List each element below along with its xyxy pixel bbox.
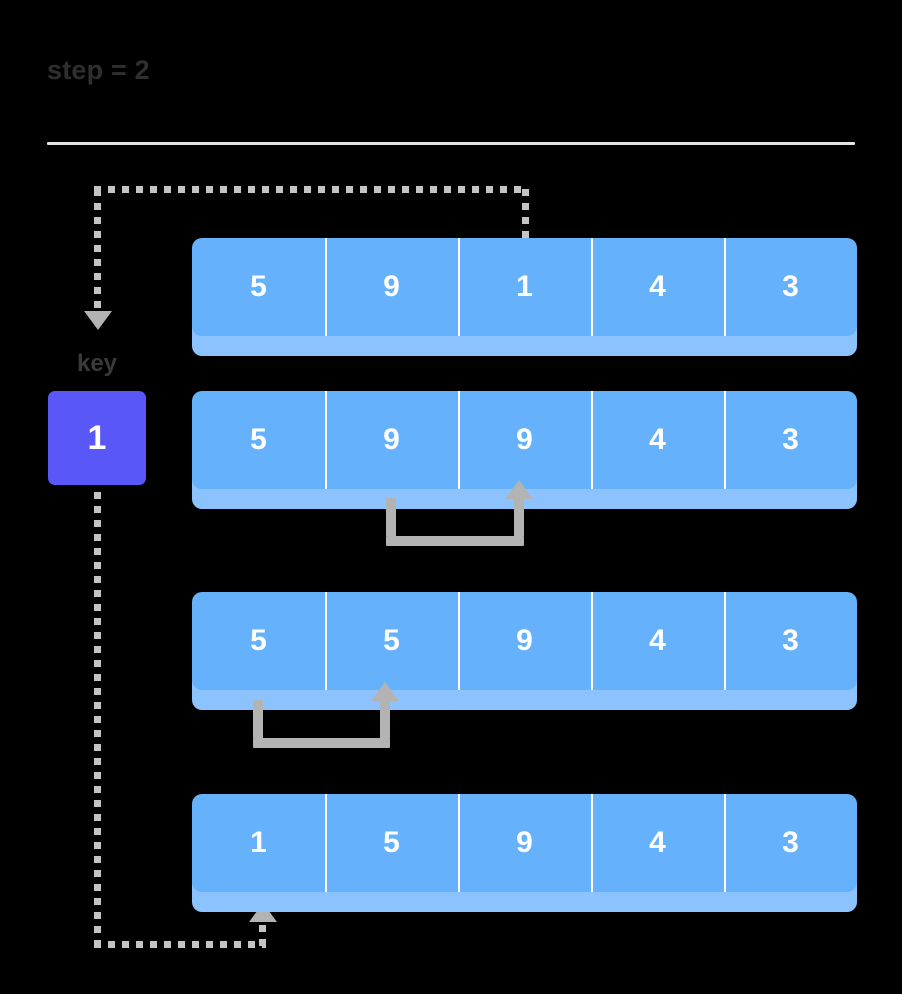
page-title: step = 2 (47, 55, 150, 85)
array-cell[interactable]: 4 (591, 794, 724, 892)
key-inbound-horizontal (94, 186, 527, 193)
array-cell[interactable]: 5 (250, 624, 267, 657)
key-box[interactable]: 1 (48, 391, 146, 485)
array-cell[interactable]: 3 (724, 794, 857, 892)
key-value: 1 (87, 419, 107, 457)
array-cell[interactable]: 4 (591, 238, 724, 336)
array-cell[interactable]: 5 (325, 794, 458, 892)
array-cell[interactable]: 9 (325, 391, 458, 489)
array-cell[interactable]: 5 (325, 592, 458, 690)
shift-connector (386, 480, 533, 546)
shift-connector (253, 682, 399, 748)
array-cell[interactable]: 9 (458, 592, 591, 690)
key-outbound-vertical-right (259, 925, 266, 948)
connector-bottom-bar (386, 536, 524, 546)
array-row-body: 5 9 9 4 3 (192, 391, 857, 489)
array-cell[interactable]: 3 (724, 391, 857, 489)
connector-right-leg (380, 700, 390, 738)
connector-left-leg (386, 498, 396, 536)
array-cell[interactable]: 9 (325, 238, 458, 336)
array-cell[interactable]: 4 (591, 592, 724, 690)
array-cell[interactable]: 3 (724, 592, 857, 690)
connector-left-leg (253, 700, 263, 738)
array-cell[interactable]: 1 (250, 826, 267, 859)
header-divider (47, 142, 855, 145)
key-inbound-vertical-left (94, 189, 101, 311)
connector-arrowhead-icon (505, 480, 533, 499)
array-cell[interactable]: 5 (250, 423, 267, 456)
connector-arrowhead-icon (371, 682, 399, 701)
key-label: key (76, 350, 118, 377)
array-cell[interactable]: 1 (458, 238, 591, 336)
array-row-body: 5 9 1 4 3 (192, 238, 857, 336)
array-row-body: 5 5 9 4 3 (192, 592, 857, 690)
key-outbound-vertical-left (94, 492, 101, 946)
array-cell[interactable]: 3 (724, 238, 857, 336)
connector-right-leg (514, 498, 524, 536)
key-outbound-horizontal (94, 941, 266, 948)
array-cell[interactable]: 5 (250, 270, 267, 303)
array-row: 1 5 9 4 3 (192, 794, 857, 912)
connector-bottom-bar (253, 738, 390, 748)
key-inbound-vertical-right (522, 189, 529, 241)
key-inbound-arrowhead-icon (84, 311, 112, 330)
array-row-body: 1 5 9 4 3 (192, 794, 857, 892)
array-row: 5 5 9 4 3 (192, 592, 857, 710)
array-cell[interactable]: 4 (591, 391, 724, 489)
array-cell[interactable]: 9 (458, 391, 591, 489)
array-row: 5 9 1 4 3 (192, 238, 857, 356)
array-cell[interactable]: 9 (458, 794, 591, 892)
